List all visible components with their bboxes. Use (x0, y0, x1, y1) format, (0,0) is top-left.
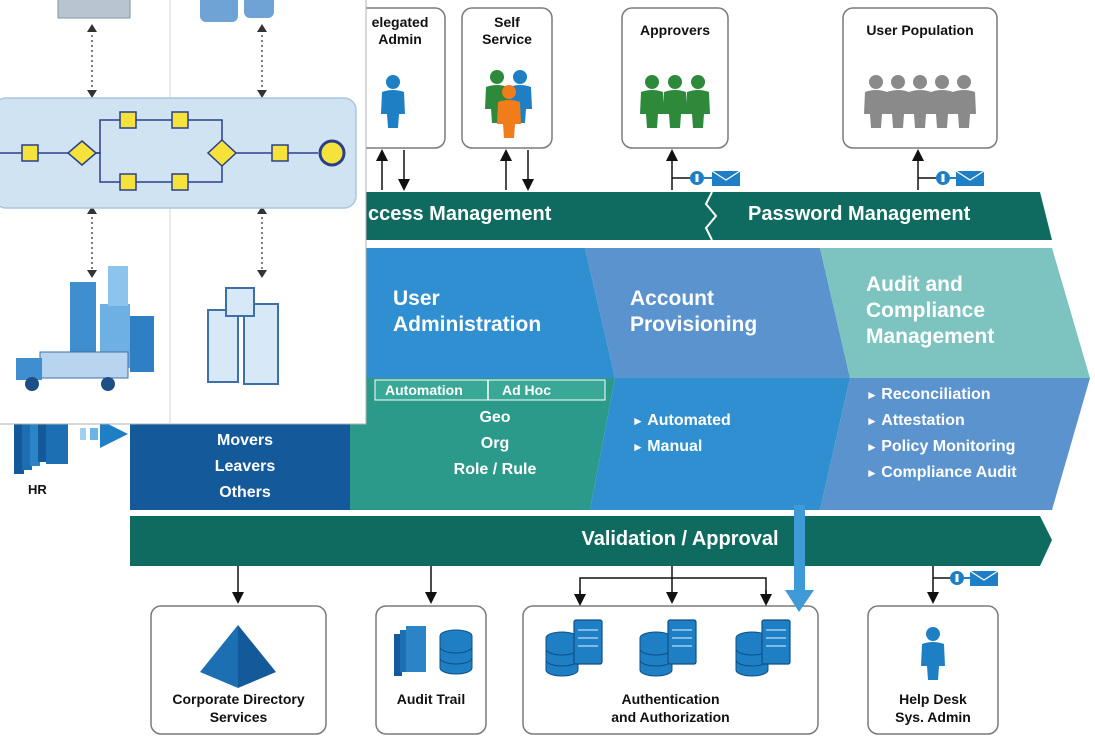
hr-event-items: Movers Leavers Others (185, 428, 305, 506)
audit-header (820, 248, 1090, 378)
info-mail-icon-population (936, 170, 985, 186)
audit-trail-label: Audit Trail (396, 691, 466, 707)
auth-db-icon-1 (545, 631, 579, 677)
validation-band (130, 516, 1052, 566)
audit-items: Reconciliation Attestation Policy Monito… (866, 382, 1017, 486)
access-password-band (350, 192, 1052, 240)
corporate-directory-label: Corporate Directory Services (172, 691, 305, 725)
audit-compliance-title: Audit and Compliance Management (866, 273, 995, 348)
auth-server-icon-3 (761, 619, 791, 665)
user-admin-tab-strip (374, 379, 606, 401)
password-management-label: Password Management (748, 203, 971, 225)
delegated-admin-label: elegated Admin (371, 14, 429, 47)
audit-db-icon (439, 629, 473, 675)
list-item: Role / Rule (453, 461, 537, 478)
tab-automation: Automation (385, 382, 463, 398)
auth-label: Authentication and Authorization (611, 691, 730, 725)
list-item: Policy Monitoring (866, 434, 1017, 460)
hr-arrow-icon (80, 420, 128, 448)
list-item: Reconciliation (866, 382, 1017, 408)
auth-server-icon-1 (573, 619, 603, 665)
account-provisioning-title: Account Provisioning (630, 287, 758, 336)
list-item: Manual (632, 434, 731, 460)
info-mail-icon-helpdesk (950, 570, 999, 586)
laptop-icon (200, 0, 274, 22)
user-administration-title: User Administration (393, 287, 542, 336)
provisioning-header (585, 248, 850, 378)
provisioning-down-arrow-icon (785, 505, 814, 612)
directory-pyramid-icon (200, 625, 276, 688)
server-rack-icon (207, 287, 279, 385)
access-management-label: ccess Management (368, 203, 552, 225)
validation-approval-label: Validation / Approval (581, 528, 779, 550)
self-service-box (461, 7, 553, 149)
truck-icon (16, 351, 129, 391)
info-mail-icon-approvers (690, 170, 741, 186)
approvers-label: Approvers (639, 22, 711, 38)
user-population-icon (864, 75, 976, 128)
monitor-icon (57, 0, 131, 19)
list-item: Geo (479, 409, 511, 426)
provisioning-items: Automated Manual (632, 408, 731, 460)
self-service-label: Self Service (482, 14, 532, 47)
user-admin-items: Geo Org Role / Rule (420, 405, 570, 483)
list-item: Others (219, 484, 271, 501)
user-admin-body (350, 378, 615, 510)
list-item: Movers (216, 432, 274, 449)
auth-server-icon-2 (667, 619, 697, 665)
list-item: Compliance Audit (866, 460, 1016, 486)
band-break (704, 191, 718, 241)
audit-docs-icon (394, 626, 426, 676)
user-admin-header (350, 248, 615, 378)
approvers-group-icon (640, 75, 710, 128)
help-desk-label: Help Desk Sys. Admin (895, 691, 971, 725)
list-item: Automated (632, 408, 731, 434)
workflow-process-panel (0, 97, 357, 209)
user-population-label: User Population (866, 22, 974, 38)
tab-ad-hoc: Ad Hoc (502, 382, 551, 398)
list-item: Leavers (214, 458, 276, 475)
list-item: Org (480, 435, 510, 452)
auth-db-icon-2 (639, 631, 673, 677)
hr-label: HR (28, 482, 47, 497)
list-item: Attestation (866, 408, 1017, 434)
